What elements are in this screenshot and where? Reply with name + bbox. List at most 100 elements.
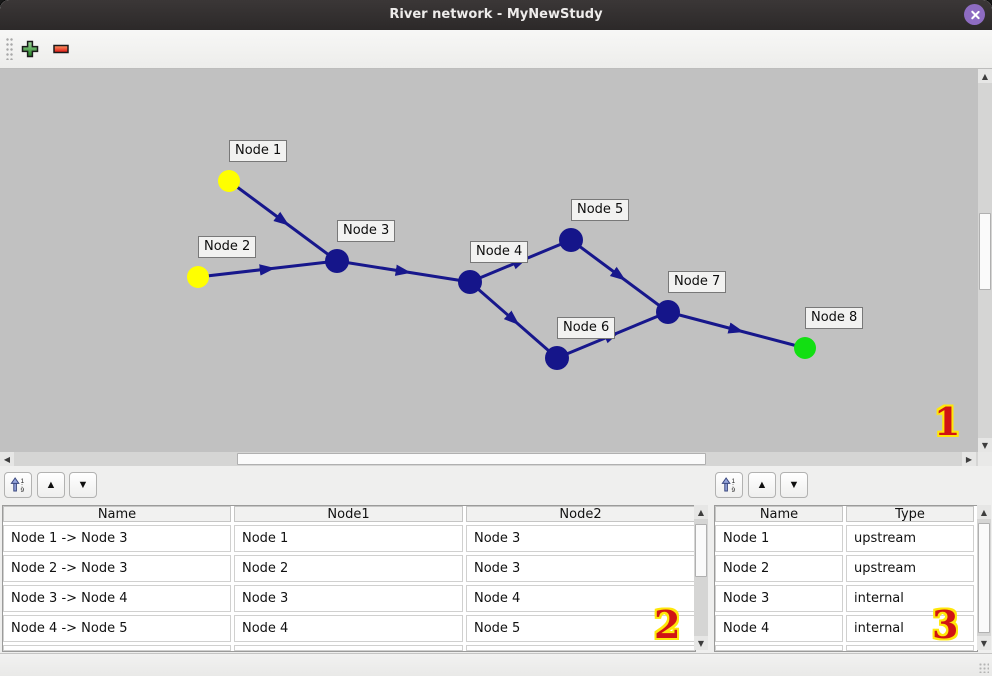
add-button[interactable] (21, 40, 39, 58)
edge-line[interactable] (336, 259, 471, 284)
triangle-right-icon: ▶ (965, 454, 973, 464)
annotation-1: 1 (934, 399, 961, 444)
node-circle[interactable] (218, 170, 240, 192)
column-header[interactable]: Node2 (466, 506, 695, 522)
scroll-down-button[interactable]: ▼ (694, 636, 708, 650)
edge-line[interactable] (228, 179, 338, 263)
river-network-svg (187, 170, 816, 370)
scroll-right-button[interactable]: ▶ (962, 452, 976, 466)
scroll-up-button[interactable]: ▲ (694, 505, 708, 519)
table-cell[interactable]: Node 4 (234, 615, 463, 642)
table-cell[interactable]: Node 4 (715, 615, 843, 642)
table-row (715, 645, 977, 651)
triangle-down-icon: ▼ (77, 479, 89, 491)
table-cell[interactable] (3, 645, 231, 651)
move-up-button[interactable]: ▲ (37, 472, 65, 498)
table-cell[interactable]: Node 1 (234, 525, 463, 552)
hscroll-thumb[interactable] (237, 453, 706, 465)
table-cell[interactable]: internal (846, 585, 974, 612)
node-circle[interactable] (325, 249, 349, 273)
table-cell[interactable]: Node 3 (466, 555, 695, 582)
vscroll-thumb[interactable] (979, 213, 991, 290)
table-cell[interactable]: Node 1 (715, 525, 843, 552)
scroll-up-button[interactable]: ▲ (978, 69, 992, 83)
table-cell[interactable] (715, 645, 843, 651)
scroll-down-button[interactable]: ▼ (977, 636, 991, 650)
triangle-down-icon: ▼ (697, 638, 705, 648)
table-cell[interactable]: Node 3 (234, 585, 463, 612)
move-down-button[interactable]: ▼ (780, 472, 808, 498)
table-cell[interactable]: Node 4 -> Node 5 (3, 615, 231, 642)
node-circle[interactable] (545, 346, 569, 370)
move-up-button[interactable]: ▲ (748, 472, 776, 498)
column-header[interactable]: Name (715, 506, 843, 522)
nodes-table-vscrollbar[interactable]: ▲ ▼ (977, 505, 991, 650)
table-cell[interactable]: Node 3 -> Node 4 (3, 585, 231, 612)
sort-button[interactable]: 1 9 (715, 472, 743, 498)
sort-ascending-icon: 1 9 (10, 477, 25, 493)
scroll-up-button[interactable]: ▲ (977, 505, 991, 519)
node-label: Node 7 (668, 271, 727, 293)
table-cell[interactable]: upstream (846, 555, 974, 582)
status-bar (0, 653, 992, 676)
edge-line[interactable] (667, 310, 806, 350)
edge-line[interactable] (469, 280, 558, 360)
edges-table-vscrollbar[interactable]: ▲ ▼ (694, 505, 708, 650)
sort-button[interactable]: 1 9 (4, 472, 32, 498)
close-button[interactable] (964, 4, 985, 25)
toolbar-drag-handle[interactable] (6, 38, 14, 60)
scroll-down-button[interactable]: ▼ (978, 438, 992, 452)
table-cell[interactable]: Node 4 (466, 585, 695, 612)
table-cell[interactable]: Node 2 (234, 555, 463, 582)
triangle-down-icon: ▼ (981, 440, 989, 450)
node-label: Node 2 (198, 236, 257, 258)
table-cell[interactable] (234, 645, 463, 651)
svg-text:9: 9 (21, 487, 25, 493)
vscroll-thumb[interactable] (978, 523, 990, 633)
edge-line[interactable] (197, 259, 338, 279)
table-cell[interactable]: upstream (846, 525, 974, 552)
node-circle[interactable] (187, 266, 209, 288)
table-cell[interactable]: Node 2 -> Node 3 (3, 555, 231, 582)
node-circle[interactable] (559, 228, 583, 252)
table-cell[interactable]: Node 3 (715, 585, 843, 612)
column-header[interactable]: Type (846, 506, 974, 522)
canvas-vscrollbar[interactable]: ▲ ▼ (978, 69, 992, 452)
table-cell[interactable]: Node 5 (466, 615, 695, 642)
scroll-left-button[interactable]: ◀ (0, 452, 14, 466)
edge-line[interactable] (570, 238, 669, 314)
node-label: Node 8 (805, 307, 864, 329)
table-cell[interactable]: Node 1 -> Node 3 (3, 525, 231, 552)
node-label: Node 1 (229, 140, 288, 162)
triangle-down-icon: ▼ (980, 638, 988, 648)
table-cell[interactable]: internal (846, 615, 974, 642)
annotation-2: 2 (654, 602, 681, 647)
column-header[interactable]: Name (3, 506, 231, 522)
table-row (3, 645, 695, 651)
triangle-up-icon: ▲ (980, 507, 988, 517)
node-circle[interactable] (656, 300, 680, 324)
move-down-button[interactable]: ▼ (69, 472, 97, 498)
node-label: Node 3 (337, 220, 396, 242)
titlebar: River network - MyNewStudy (0, 0, 992, 30)
column-header[interactable]: Node1 (234, 506, 463, 522)
remove-button[interactable] (52, 40, 70, 58)
node-circle[interactable] (458, 270, 482, 294)
node-circle[interactable] (794, 337, 816, 359)
table-cell[interactable]: Node 2 (715, 555, 843, 582)
vscroll-thumb[interactable] (695, 524, 707, 577)
canvas-hscrollbar[interactable]: ◀ ▶ (0, 452, 978, 466)
resize-grip-icon[interactable] (979, 663, 989, 673)
table-cell[interactable]: Node 3 (466, 525, 695, 552)
table-cell[interactable] (846, 645, 974, 651)
